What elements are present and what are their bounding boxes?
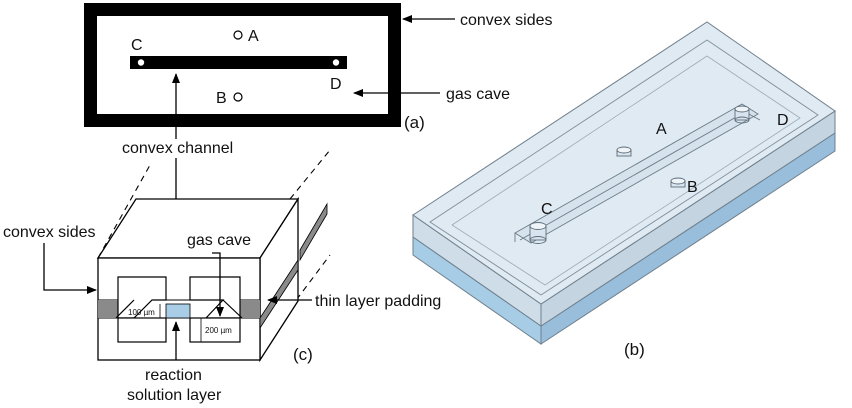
label-b-a: A: [656, 121, 667, 138]
lower-chamber-left: [117, 317, 167, 343]
inner-chamber-outline: [429, 39, 819, 296]
port-a-cylinder: [616, 146, 632, 157]
cavity-left-wall-slant: [115, 299, 135, 319]
right-face-gray-strip: [259, 258, 299, 330]
inlet-hole-c: [137, 59, 145, 66]
label-d: D: [330, 76, 342, 93]
panel-b-tag: (b): [624, 340, 645, 359]
projection-line-right: [289, 149, 331, 200]
dim-100-label: 100 µm: [128, 308, 155, 317]
convex-sides-pointer: [43, 243, 97, 294]
label-b: B: [216, 90, 227, 107]
panel-c-tag: (c): [293, 345, 313, 364]
reaction-label-line1: reaction: [145, 367, 202, 384]
projection-line-left: [97, 164, 151, 259]
reaction-solution-layer: [165, 303, 191, 319]
panel-a-top-view: A B C D convex sides gas cave (a) convex…: [84, 3, 553, 301]
convex-sides-label-a: convex sides: [460, 12, 553, 29]
chip-outer-frame: [84, 3, 401, 127]
gas-cave-label-c: gas cave: [187, 232, 251, 249]
cavity-right-wall-slant: [222, 299, 243, 319]
panel-b-3d-chip: A B C D (b): [412, 21, 836, 359]
port-a: [233, 30, 243, 40]
reaction-label-line2: solution layer: [127, 387, 222, 404]
label-b-d: D: [777, 112, 789, 129]
convex-sides-label-c: convex sides: [3, 224, 96, 241]
label-b-b: B: [687, 179, 698, 196]
label-c: C: [131, 37, 143, 54]
gas-cave-pointer: [212, 252, 224, 317]
padding-right-gray: [240, 300, 260, 318]
label-b-c: C: [541, 201, 553, 218]
convex-channel-label: convex channel: [122, 140, 233, 157]
thin-layer-padding-label: thin layer padding: [315, 293, 441, 310]
inner-chamber-outline-2: [451, 55, 801, 286]
far-gray-strip: [299, 202, 328, 262]
label-a: A: [248, 28, 259, 45]
padding-left-gray: [98, 300, 118, 318]
gas-cave-label-a: gas cave: [446, 86, 510, 103]
dim-200-label: 200 µm: [205, 326, 232, 335]
outlet-hole-d: [332, 59, 340, 66]
panel-c-cross-section: 100 µm 200 µm convex sides gas cave thin…: [3, 149, 441, 404]
port-b: [233, 92, 243, 102]
panel-a-tag: (a): [404, 113, 425, 132]
lower-chamber-right: [189, 317, 241, 343]
convex-channel-label-bg: [118, 139, 246, 157]
convex-channel-bar: [130, 56, 347, 69]
port-b-cylinder: [670, 177, 686, 188]
port-c-cylinder: [529, 222, 547, 244]
port-d-cylinder: [734, 105, 750, 124]
